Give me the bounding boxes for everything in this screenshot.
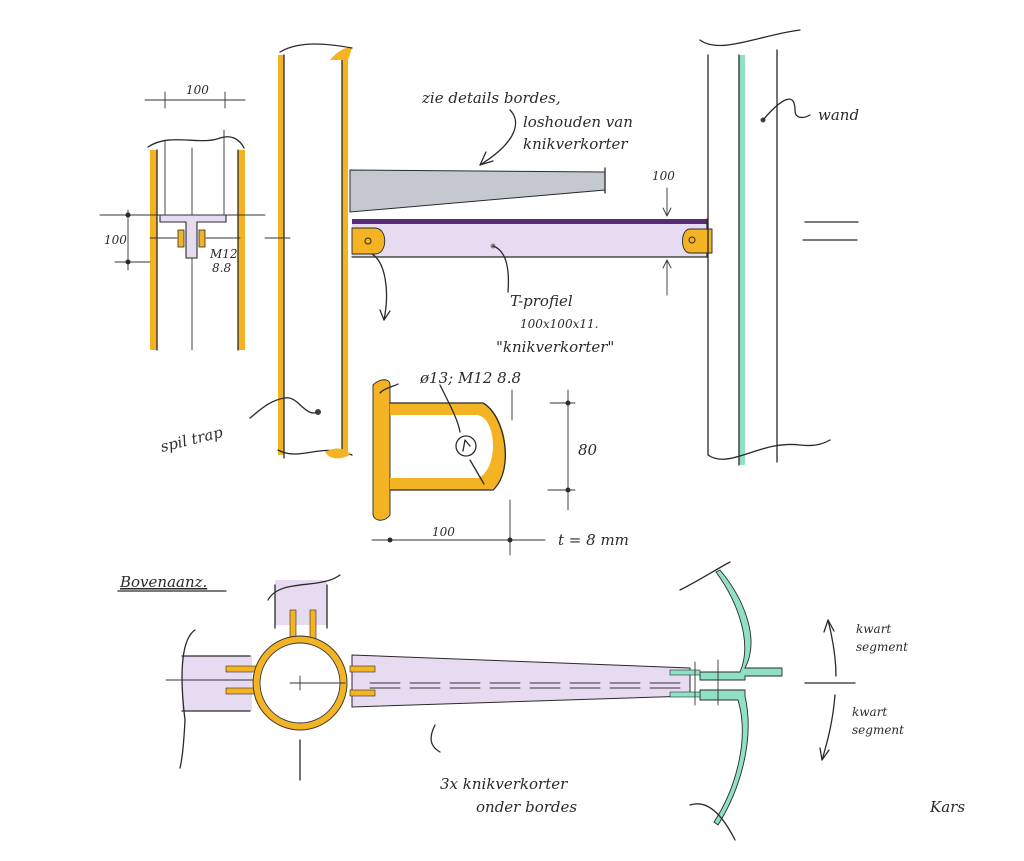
- label-bolt-spec: ø13; M12 8.8: [419, 369, 521, 387]
- label-note-3x: 3x knikverkorter: [440, 775, 568, 793]
- side-bolt-label: M12: [209, 247, 238, 261]
- dim-detail-height: 100: [104, 233, 127, 247]
- t-profile-knikverkorter: 100: [351, 169, 713, 321]
- column-wall-right: [238, 150, 245, 350]
- label-thickness: t = 8 mm: [558, 531, 629, 549]
- label-wand: wand: [818, 106, 859, 124]
- label-segment-up-2: segment: [856, 640, 908, 654]
- label-zie-details: zie details bordes,: [421, 89, 561, 107]
- label-note-onder-bordes: onder bordes: [476, 798, 577, 816]
- connection-plate-detail: 100 80 ø13; M12 8.8 t = 8 mm: [371, 369, 629, 556]
- label-spil-trap: spil trap: [159, 423, 225, 456]
- label-segment-down-2: segment: [852, 723, 904, 737]
- label-t-size: 100x100x11.: [520, 317, 598, 331]
- stair-spindle-column: [264, 43, 353, 459]
- label-kwart-down-1: kwart: [852, 705, 887, 719]
- dim-profile-height: 100: [652, 169, 675, 183]
- label-t-profiel: T-profiel: [510, 292, 573, 310]
- dim-detail-width: 100: [186, 83, 209, 97]
- label-kwart-up-1: kwart: [856, 622, 891, 636]
- dim-plate-width: 100: [432, 525, 455, 539]
- label-loshouden: loshouden van: [523, 113, 633, 131]
- leader-details: [479, 109, 517, 166]
- label-knikverkorter-top: knikverkorter: [523, 135, 628, 153]
- signature: Kars: [929, 798, 965, 816]
- label-bovenaanzicht: Bovenaanz.: [119, 573, 207, 591]
- column-section-detail: 100 100 M12 8.8: [99, 83, 266, 351]
- side-bolt-grade: 8.8: [212, 261, 231, 275]
- stair-landing-bracket: [349, 169, 606, 213]
- wall-section: wand: [699, 29, 859, 466]
- dim-plate-height: 80: [578, 441, 598, 459]
- plan-view: [165, 561, 783, 841]
- t-plate-section: [159, 214, 227, 259]
- column-wall-left: [150, 150, 157, 350]
- label-knikverkorter-quote: "knikverkorter": [496, 338, 614, 356]
